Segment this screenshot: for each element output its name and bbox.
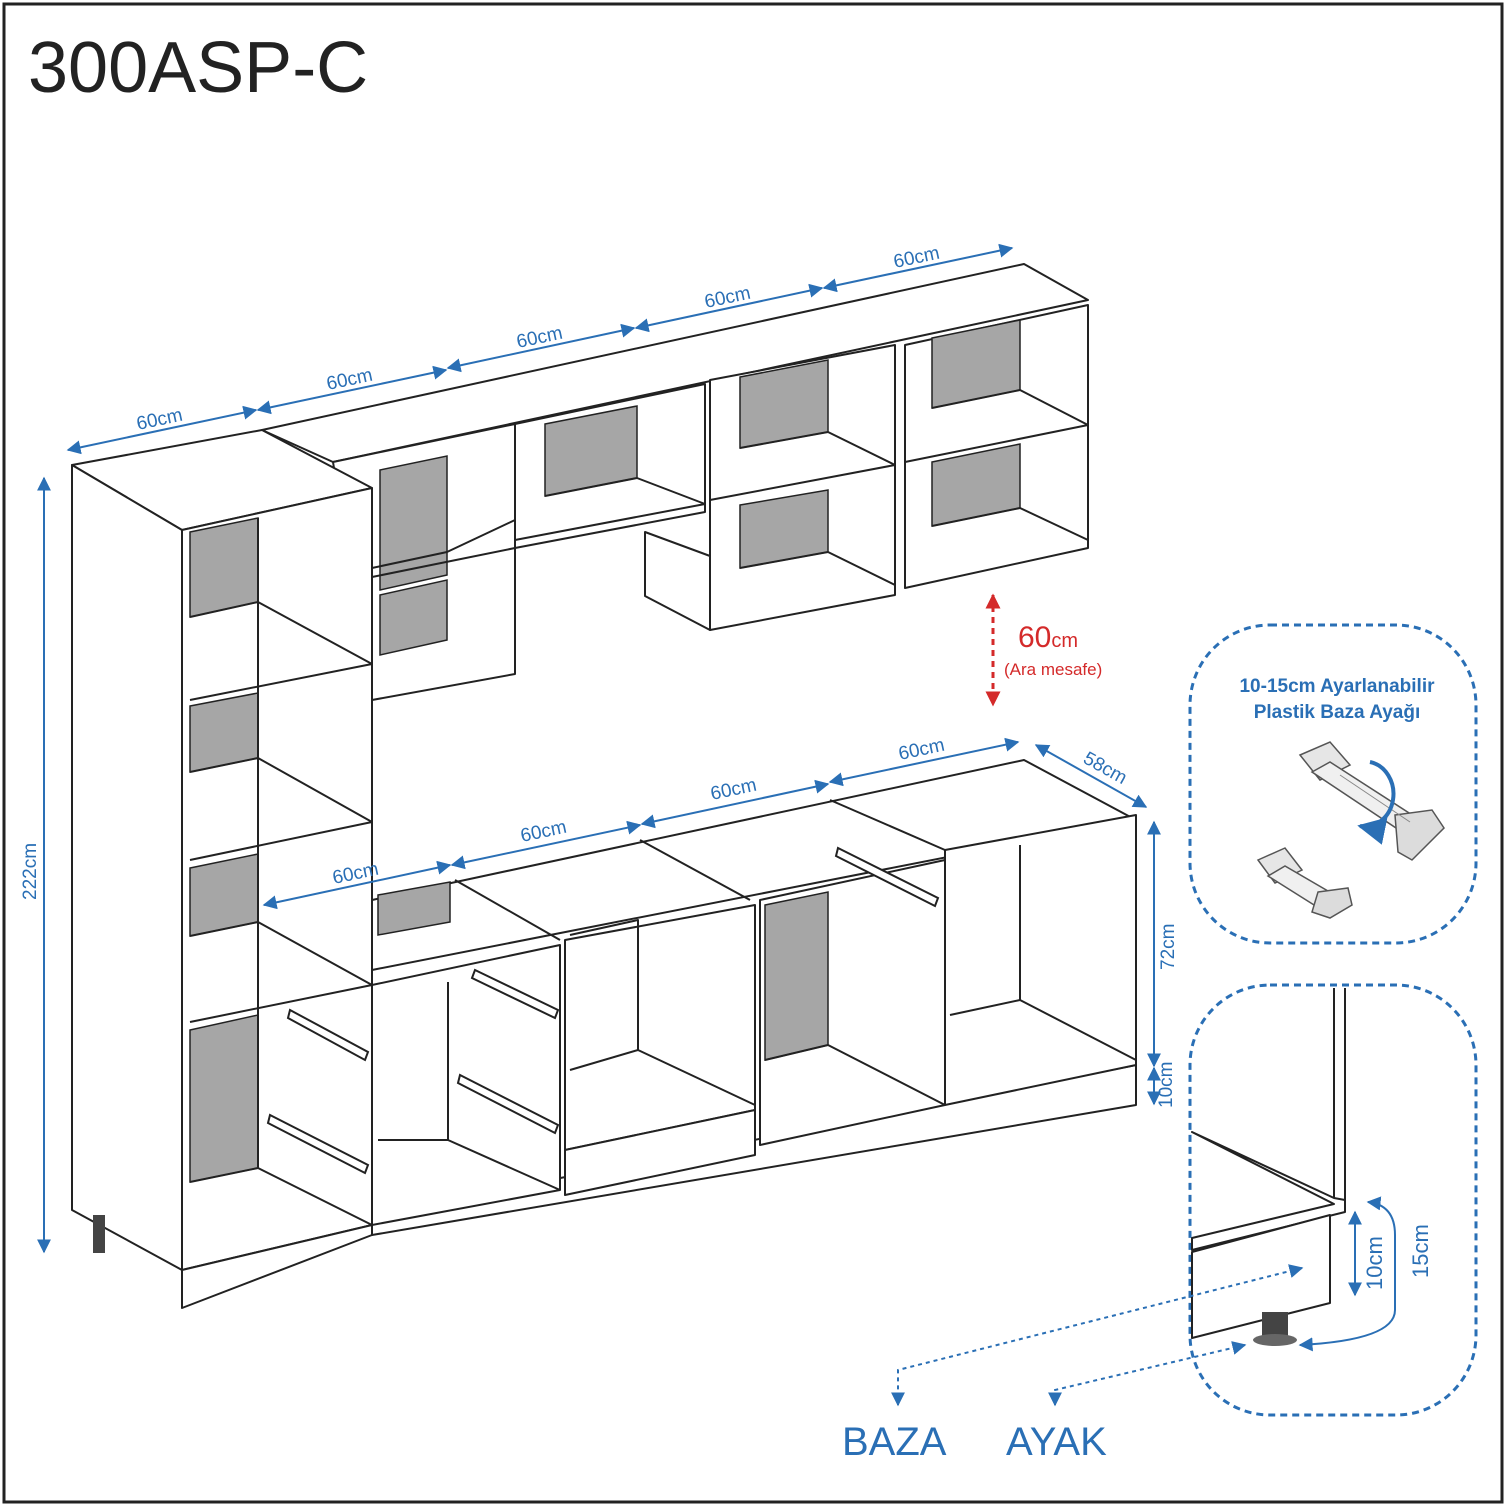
- model-title: 300ASP-C: [28, 28, 368, 108]
- dim-upper-1: 60cm: [135, 405, 185, 435]
- tall-cabinet: [71, 429, 373, 1309]
- dim-total-height: 222cm: [20, 843, 41, 900]
- foot-callout-line1: 10-15cm Ayarlanabilir: [1239, 676, 1435, 697]
- detail-plinth-label: 10cm: [1362, 1236, 1387, 1290]
- ayak-label: AYAK: [1006, 1420, 1107, 1464]
- dim-upper-5: 60cm: [892, 243, 942, 273]
- baza-label: BAZA: [842, 1420, 947, 1464]
- lower-cabinets: [371, 759, 1137, 1236]
- dim-upper-2: 60cm: [325, 365, 375, 395]
- detail-foot-label: 15cm: [1408, 1224, 1433, 1278]
- dimension-lines: [37, 243, 1161, 1254]
- dim-base-height: 72cm: [1158, 924, 1179, 970]
- foot-callout-line2: Plastik Baza Ayağı: [1254, 702, 1421, 723]
- dim-upper-4: 60cm: [703, 283, 753, 313]
- dim-plinth-height: 10cm: [1156, 1062, 1177, 1108]
- adjustable-foot-icon: [1256, 741, 1445, 919]
- plinth-detail: [891, 983, 1478, 1417]
- foot-callout: [1188, 623, 1478, 945]
- leg-icon: [93, 1215, 105, 1253]
- dim-upper-3: 60cm: [515, 323, 565, 353]
- gap-value: 60cm: [1018, 621, 1078, 654]
- upper-cabinets: [261, 263, 1089, 701]
- dim-lower-4: 60cm: [897, 735, 947, 765]
- gap-note: (Ara mesafe): [1004, 660, 1102, 679]
